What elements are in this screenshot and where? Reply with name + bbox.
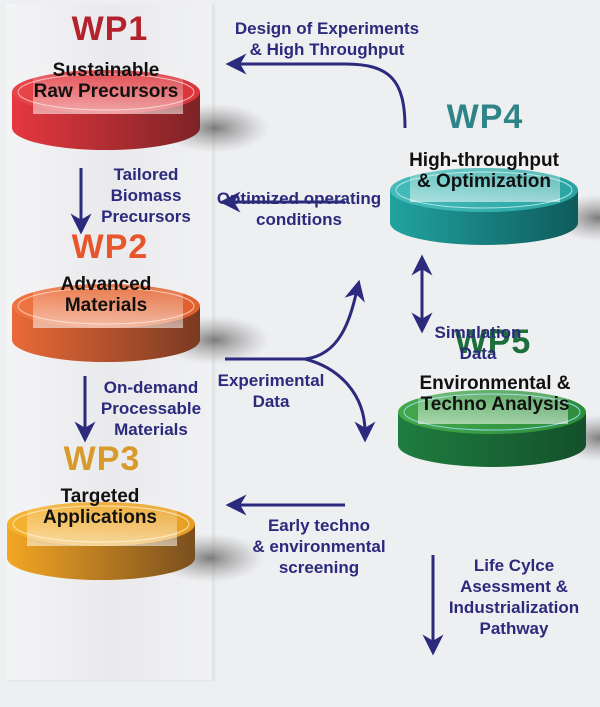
flow-label-line: & High Throughput [249,40,405,59]
flow-label-simulation-data: Simulation Data [428,322,528,364]
flow-label-line: Data [252,392,290,411]
flow-label-line: Experimental [217,371,325,390]
wp2-label: WP2 [71,228,149,266]
wp2-title: Advanced Materials [16,274,196,316]
flow-label-line: Simulation [434,323,522,342]
flow-label-line: Processable [100,399,202,418]
wp4-title: High-throughput & Optimization [394,150,574,192]
wp5-title: Environmental & Techno Analysis [400,373,590,415]
wp1-title: Sustainable Raw Precursors [16,60,196,102]
flow-label-line: Industrialization [448,598,580,617]
wp2-title-line1: Advanced [60,274,152,295]
flow-label-line: Asessment & [460,577,568,596]
arrow-experimental-to-wp5 [304,357,376,443]
wp4-title-line1: High-throughput [409,150,559,171]
flow-label-line: Data [459,344,497,363]
wp5-title-line2: Techno Analysis [420,394,570,415]
flow-label-wp5-out: Life Cylce Asessment & Industrialization… [444,555,584,639]
flow-label-line: Pathway [479,619,549,638]
wp5-title-line1: Environmental & [419,373,571,394]
flow-label-wp4-to-wp1: Design of Experiments & High Throughput [232,18,422,60]
flow-label-line: Design of Experiments [234,19,420,38]
flow-label-wp1-to-wp2: Tailored Biomass Precursors [96,164,196,227]
wp5-label: WP5 [454,323,532,361]
wp1-disc [12,62,270,153]
flow-label-wp5-to-wp3: Early techno & environmental screening [246,515,392,578]
flow-label-line: Tailored [113,165,179,184]
wp4-disc [390,150,600,245]
wp3-label: WP3 [63,440,141,478]
wp4-title-line2: & Optimization [416,171,552,192]
flow-label-wp2-to-wp3: On-demand Processable Materials [96,377,206,440]
flow-label-wp4-to-wp2: Optimized operating conditions [214,188,384,230]
flow-label-line: Optimized operating [216,189,382,208]
flow-label-line: Life Cylce [473,556,555,575]
flow-label-line: Materials [114,420,188,439]
wp1-title-line1: Sustainable [52,60,160,81]
wp3-title: Targeted Applications [10,486,190,528]
flow-label-line: Precursors [101,207,191,226]
wp5-disc [398,372,600,467]
wp1-title-line2: Raw Precursors [33,81,179,102]
wp2-disc [12,276,270,365]
wp3-title-line1: Targeted [60,486,140,507]
wp3-disc [7,494,265,583]
wp4-label: WP4 [446,98,524,136]
flow-label-experimental-data: Experimental Data [214,370,328,412]
flow-label-line: On-demand [103,378,199,397]
flow-label-line: Biomass [110,186,182,205]
flow-label-line: & environmental [252,537,386,556]
flow-label-line: screening [278,558,360,577]
wp1-label: WP1 [71,10,149,48]
wp2-title-line2: Materials [64,295,148,316]
flow-label-line: Early techno [267,516,371,535]
wp3-title-line2: Applications [42,507,157,528]
flow-label-line: conditions [256,210,342,229]
arrow-wp4-to-wp1 [225,53,407,129]
